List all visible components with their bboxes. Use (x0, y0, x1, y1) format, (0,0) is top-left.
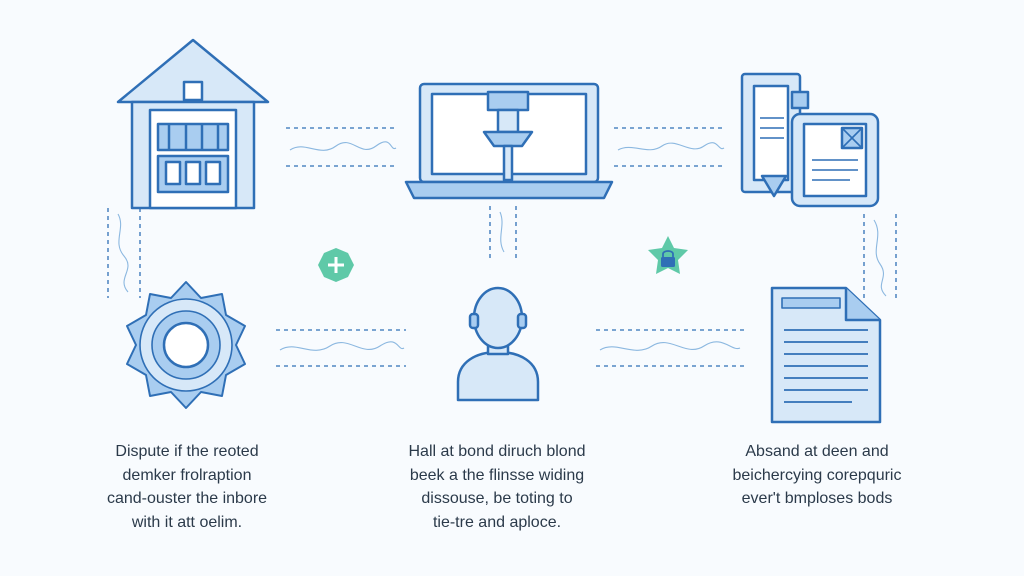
connector-person-document (596, 329, 744, 367)
caption-left-line: with it att oelim. (131, 513, 243, 531)
caption-left-line: demker frolraption (122, 466, 252, 484)
caption-right-line: ever't bmploses bods (741, 490, 893, 507)
gear-icon (126, 281, 246, 409)
lock-badge-icon (648, 236, 688, 274)
person-icon (456, 286, 540, 402)
caption-left-line: Dispute if the reoted (115, 443, 259, 460)
connector-warehouse-gear (107, 208, 141, 298)
connector-gear-person (276, 329, 406, 367)
connectors (107, 127, 897, 367)
document-icon (770, 286, 882, 424)
caption-middle-line: tie-tre and aploce. (432, 513, 562, 531)
connector-documents-document (863, 214, 897, 302)
caption-right: Absand at deen and beichercying corepqur… (692, 440, 942, 511)
caption-left: Dispute if the reoted demker frolraption… (62, 440, 312, 534)
caption-right-line: Absand at deen and (745, 443, 889, 460)
caption-middle-line: beek a the flinsse widing (409, 466, 585, 484)
caption-middle-line: dissouse, be toting to (421, 490, 573, 507)
caption-right-line: beichercying corepquric (732, 466, 902, 484)
connector-laptop-person (489, 206, 517, 262)
connector-warehouse-laptop (286, 127, 398, 167)
plus-badge-icon (318, 248, 354, 282)
warehouse-icon (116, 38, 270, 210)
caption-middle-line: Hall at bond diruch blond (408, 443, 586, 460)
caption-middle: Hall at bond diruch blond beek a the fli… (372, 440, 622, 534)
caption-left-line: cand-ouster the inbore (106, 490, 268, 507)
connector-laptop-documents (614, 127, 726, 167)
laptop-icon (404, 82, 614, 200)
documents-icon (740, 72, 880, 208)
